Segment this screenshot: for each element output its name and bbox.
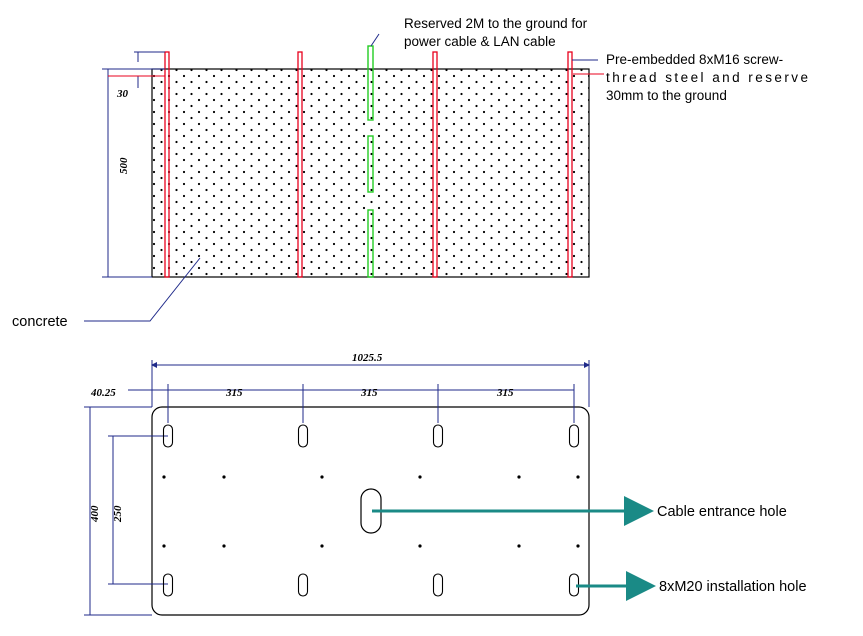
ground-cable-note-line2: power cable & LAN cable [404,34,556,49]
installation-hole [432,573,444,597]
install-hole-label: 8xM20 installation hole [659,579,807,595]
concrete-block [151,68,590,278]
concrete-leader [84,257,201,322]
installation-hole [162,573,174,597]
bolt-note-line2: thread steel and reserve [606,70,808,85]
plate-dots [162,475,580,548]
steel-rod [297,51,303,278]
side-dim-top: 30 [116,88,129,100]
steel-rod [164,51,170,278]
installation-hole [297,573,309,597]
cable-conduit [367,45,374,278]
top-dim-total: 1025.5 [352,352,383,364]
top-dim-edge: 40.25 [90,387,116,399]
bolt-note-line1: Pre-embedded 8xM16 screw- [606,52,783,67]
top-dim-height: 400 [89,505,101,523]
top-dim-spacing-1: 315 [225,387,243,399]
steel-rods [164,51,573,278]
top-dim-inner: 250 [112,505,124,523]
installation-hole [568,424,580,448]
cable-leader [370,33,380,47]
top-view: 1025.5 40.25 315 315 315 400 250 [84,352,807,616]
installation-hole [432,424,444,448]
top-dim-spacing-3: 315 [496,387,514,399]
concrete-label: concrete [12,314,68,330]
bolt-note-line3: 30mm to the ground [606,88,727,103]
installation-hole [297,424,309,448]
top-dim-spacing-2: 315 [360,387,378,399]
side-view: Reserved 2M to the ground for power cabl… [12,16,808,330]
installation-hole [162,424,174,448]
steel-rod [432,51,438,278]
side-dimension [102,51,165,278]
side-dim-height: 500 [118,157,130,174]
steel-rod [567,51,573,278]
ground-cable-note-line1: Reserved 2M to the ground for [404,16,588,31]
cable-hole-label: Cable entrance hole [657,504,787,520]
